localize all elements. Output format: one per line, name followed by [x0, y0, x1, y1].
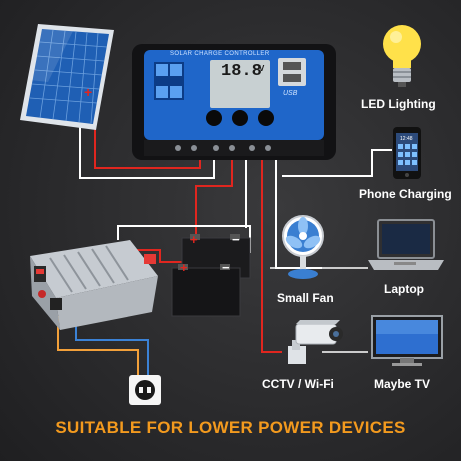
smartphone-icon: [393, 127, 421, 179]
television-icon: [371, 315, 443, 366]
solar-panel-icon: [20, 24, 114, 130]
charge-controller: [132, 44, 336, 160]
electric-fan-icon: [282, 215, 324, 279]
label-maybe-tv: Maybe TV: [374, 377, 431, 391]
lcd-voltage-reading: 18.8: [221, 62, 262, 81]
lcd-voltage-unit: V: [259, 64, 265, 73]
label-phone-charging: Phone Charging: [359, 187, 452, 201]
panel-positive-terminal: +: [84, 84, 93, 100]
battery1-positive: +: [190, 232, 198, 247]
controller-title: SOLAR CHARGE CONTROLLER: [170, 51, 270, 57]
usb-port-label: USB: [283, 90, 298, 97]
label-laptop: Laptop: [384, 282, 424, 296]
footer-caption: SUITABLE FOR LOWER POWER DEVICES: [55, 418, 406, 437]
cctv-camera-icon: [288, 320, 343, 364]
battery2-positive: +: [180, 260, 188, 275]
label-cctv-wifi: CCTV / Wi-Fi: [262, 377, 334, 391]
laptop-icon: [368, 219, 444, 270]
label-small-fan: Small Fan: [277, 291, 334, 305]
wall-socket-icon: [129, 375, 161, 405]
led-bulb-icon: [383, 25, 421, 87]
power-inverter-icon: [30, 240, 158, 330]
label-led-lighting: LED Lighting: [361, 97, 436, 111]
battery1-negative: −: [232, 232, 240, 247]
battery2-negative: −: [222, 260, 230, 275]
battery-bank-icon: [171, 234, 251, 317]
phone-clock: 12:48: [400, 136, 413, 142]
